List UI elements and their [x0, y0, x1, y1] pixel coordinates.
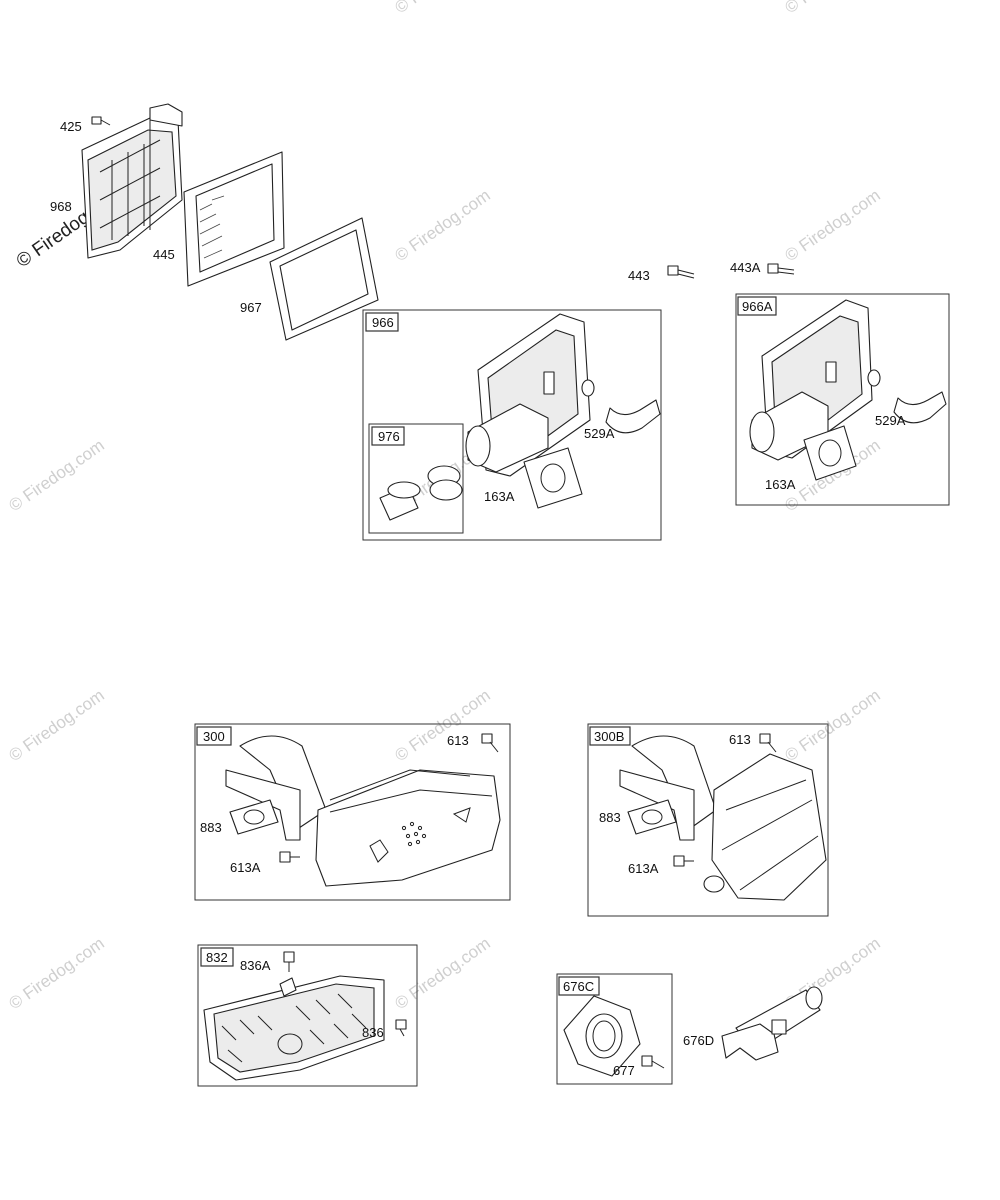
label-676D: 676D	[683, 1033, 714, 1048]
gasket-883-icon	[627, 799, 677, 835]
watermark: © Firedog.com	[5, 436, 107, 516]
svg-text:300B: 300B	[594, 729, 624, 744]
air-cleaner-base-966A	[749, 299, 881, 461]
group-300-frame	[194, 723, 511, 901]
watermark: © Firedog.com	[391, 0, 493, 17]
label-443: 443	[628, 268, 650, 283]
label-613A: 613A	[230, 860, 261, 875]
screw-677-icon	[641, 1055, 665, 1069]
group-300-tag: 300	[196, 726, 232, 746]
bolt-443-icon	[667, 265, 695, 279]
label-613: 613	[447, 733, 469, 748]
gasket-163A-icon	[523, 447, 583, 509]
label-883: 883	[200, 820, 222, 835]
label-529A: 529A	[875, 413, 906, 428]
breather-tube-529A-icon	[605, 399, 661, 434]
group-676C-frame	[556, 973, 673, 1085]
svg-text:676C: 676C	[563, 979, 594, 994]
label-163A: 163A	[484, 489, 515, 504]
label-445: 445	[153, 247, 175, 262]
spark-arrester-676C	[563, 995, 641, 1077]
group-966-tag: 966	[365, 312, 399, 332]
watermark: © Firedog.com	[391, 686, 493, 766]
group-966-frame	[362, 309, 662, 541]
label-883: 883	[599, 810, 621, 825]
watermark: © Firedog.com	[391, 934, 493, 1014]
svg-text:976: 976	[378, 429, 400, 444]
svg-text:966A: 966A	[742, 299, 773, 314]
label-677: 677	[613, 1063, 635, 1078]
label-529A: 529A	[584, 426, 615, 441]
screw-613A-icon	[673, 855, 694, 867]
label-443A: 443A	[730, 260, 761, 275]
screw-836-icon	[395, 1019, 407, 1037]
screw-425-icon	[91, 116, 111, 126]
watermark: © Firedog.com	[781, 186, 883, 266]
gasket-883-icon	[229, 799, 279, 835]
label-425: 425	[60, 119, 82, 134]
screw-613-icon	[481, 733, 499, 753]
deflector-676D	[721, 986, 823, 1061]
group-832-tag: 832	[200, 947, 234, 967]
group-300B-tag: 300B	[589, 726, 631, 746]
label-968: 968	[50, 199, 72, 214]
group-976-tag: 976	[371, 426, 405, 446]
breather-tube-529A-icon	[893, 391, 947, 424]
group-676C-tag: 676C	[558, 976, 600, 996]
gasket-163A-icon	[803, 425, 857, 481]
svg-text:966: 966	[372, 315, 394, 330]
screw-613-icon	[759, 733, 777, 753]
group-966A-tag: 966A	[737, 296, 777, 316]
label-163A: 163A	[765, 477, 796, 492]
watermark: © Firedog.com	[5, 686, 107, 766]
muffler-guard-832	[203, 975, 385, 1081]
svg-text:300: 300	[203, 729, 225, 744]
watermark: © Firedog.com	[5, 934, 107, 1014]
label-967: 967	[240, 300, 262, 315]
watermark: © Firedog.com	[391, 186, 493, 266]
screw-613A-icon	[279, 851, 300, 863]
label-836A: 836A	[240, 958, 271, 973]
air-filter-base-968	[81, 103, 183, 259]
vent-holes-icon	[401, 821, 427, 847]
watermark: © Firedog.com	[781, 686, 883, 766]
group-300B-frame	[587, 723, 829, 917]
muffler-300	[225, 735, 501, 887]
pre-cleaner-967	[269, 217, 379, 341]
watermark: © Firedog.com	[781, 0, 883, 17]
part-labels: 425 968 445 967 443 443A 529A 163A 529A …	[50, 119, 906, 1078]
label-613A: 613A	[628, 861, 659, 876]
label-836: 836	[362, 1025, 384, 1040]
screw-836A-icon	[283, 951, 295, 972]
bolt-443A-icon	[767, 263, 795, 275]
svg-text:832: 832	[206, 950, 228, 965]
air-filter-element-445	[183, 151, 285, 287]
group-832-frame	[197, 944, 418, 1087]
filter-adapter-976	[379, 465, 463, 521]
air-cleaner-base-966	[465, 313, 595, 477]
muffler-300B	[619, 735, 827, 901]
group-966A-frame	[735, 293, 950, 506]
label-613: 613	[729, 732, 751, 747]
group-976-frame	[368, 423, 464, 534]
